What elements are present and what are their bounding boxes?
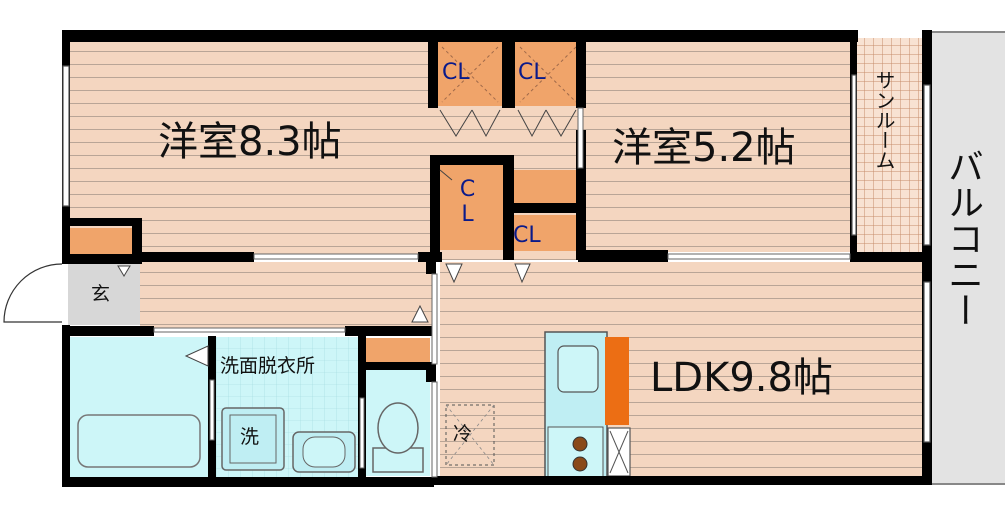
kitchen-sink [557, 345, 599, 393]
balcony-area [930, 32, 1005, 484]
room-label-western-small: 洋室5.2帖 [612, 125, 796, 171]
closet-4-upper [512, 170, 578, 204]
room-label-western-large: 洋室8.3帖 [158, 119, 342, 165]
closet-label-1: CL [442, 60, 470, 85]
fridge-label: 冷 [453, 423, 473, 445]
burner-2 [572, 456, 588, 472]
closet-3 [437, 165, 505, 250]
closet-label-4: CL [513, 223, 541, 248]
entrance-floor [68, 263, 140, 325]
balcony-label: バルコニー [942, 148, 983, 328]
ldk-floor [440, 262, 924, 476]
fridge-space [445, 404, 495, 466]
washer-pan [221, 407, 285, 471]
bathtub [77, 414, 201, 468]
room-label-ldk: LDK9.8帖 [650, 355, 833, 401]
washroom-label: 洗面脱衣所 [220, 355, 316, 377]
storage-shelf [366, 338, 430, 364]
sunroom-area [856, 38, 926, 255]
entrance-label: 玄 [91, 283, 111, 305]
kitchen-backsplash [605, 337, 629, 425]
toilet-bowl [377, 402, 419, 454]
closet-4 [512, 215, 578, 251]
entrance-door-swing [3, 263, 63, 323]
sunroom-label: サンルーム [872, 70, 896, 170]
corridor-floor [140, 262, 433, 330]
burner-1 [572, 436, 588, 452]
closet-label-2: CL [518, 60, 546, 85]
closet-label-3: CL [455, 177, 480, 227]
washer-label: 洗 [240, 426, 260, 448]
shoe-closet [70, 228, 138, 254]
western-room-small-floor [585, 40, 851, 252]
